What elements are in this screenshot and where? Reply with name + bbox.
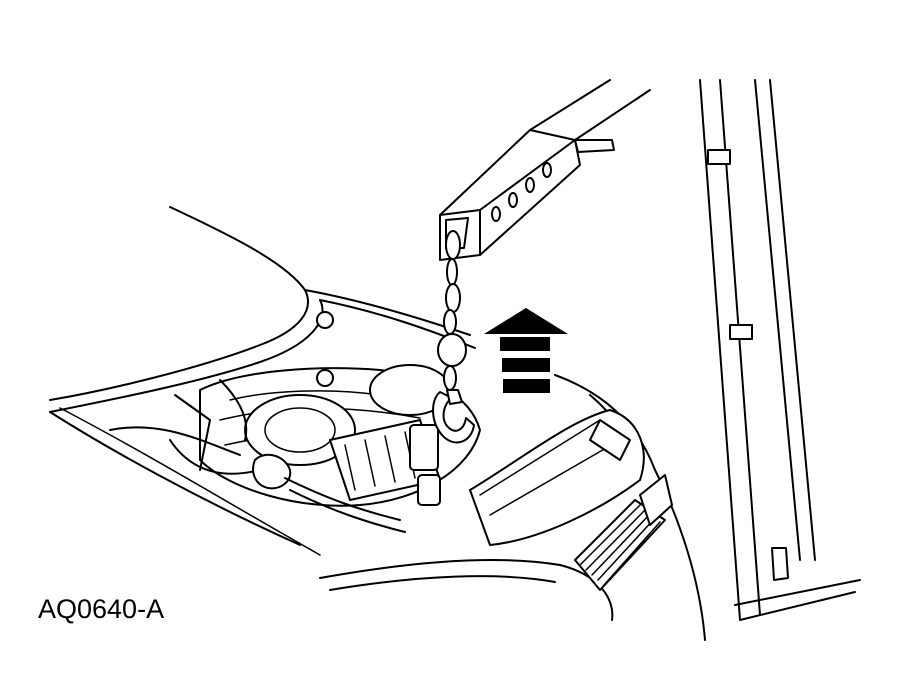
hoses	[109, 379, 406, 533]
engine-crane-mast	[699, 79, 861, 621]
up-arrow-icon	[484, 308, 568, 393]
engine	[199, 311, 645, 546]
radiator-grille	[574, 474, 673, 591]
figure-code: AQ0640-A	[38, 594, 165, 624]
engine-crane-boom	[439, 79, 651, 261]
lifting-chain	[437, 230, 467, 391]
raised-hood	[49, 206, 476, 556]
lifting-hook	[432, 389, 475, 444]
